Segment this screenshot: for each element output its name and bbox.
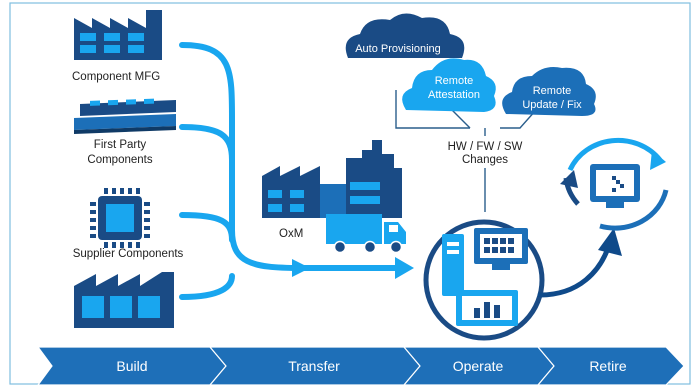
first-party-label-line1: First Party [94, 139, 147, 151]
chip-icon [90, 188, 150, 248]
supplier-components-label: Supplier Components [73, 248, 184, 260]
remote-update-label-line2: Update / Fix [522, 99, 582, 111]
flow-arrow-mid [292, 259, 310, 277]
stage-retire-label: Retire [589, 358, 627, 374]
remote-attestation-label-line1: Remote [435, 75, 474, 87]
component-mfg-factory-icon [74, 10, 162, 60]
stage-operate-label: Operate [453, 358, 504, 374]
retire-flow-arrow [598, 228, 622, 256]
stage-build-label: Build [116, 358, 147, 374]
auto-provisioning-label: Auto Provisioning [355, 43, 441, 55]
component-mfg-label: Component MFG [72, 71, 160, 83]
cloud-connectors [395, 90, 537, 212]
truck-icon [326, 214, 406, 254]
recycle-monitor-icon [560, 137, 669, 231]
cloud-remote-attestation [402, 58, 496, 112]
oxm-label: OxM [279, 228, 303, 240]
stage-bar [36, 346, 685, 386]
remote-attestation-label-line2: Attestation [428, 89, 480, 101]
stage-transfer-label: Transfer [288, 358, 340, 374]
datacenter-circle-icon [423, 219, 545, 341]
remote-update-label-line1: Remote [533, 85, 572, 97]
flow-arrow-head [395, 257, 414, 279]
changes-label-line2: Changes [462, 154, 508, 166]
cloud-auto-provisioning [345, 13, 465, 59]
factory-icon [74, 272, 174, 328]
retire-flow-line [537, 245, 611, 298]
first-party-label-line2: Components [87, 154, 152, 166]
memory-module-icon [74, 98, 176, 134]
stage-retire [536, 346, 685, 386]
cloud-remote-update [502, 67, 596, 116]
changes-label-line1: HW / FW / SW [448, 141, 523, 153]
oxm-factory-icon [262, 140, 402, 218]
supply-flow-lines [179, 42, 414, 300]
